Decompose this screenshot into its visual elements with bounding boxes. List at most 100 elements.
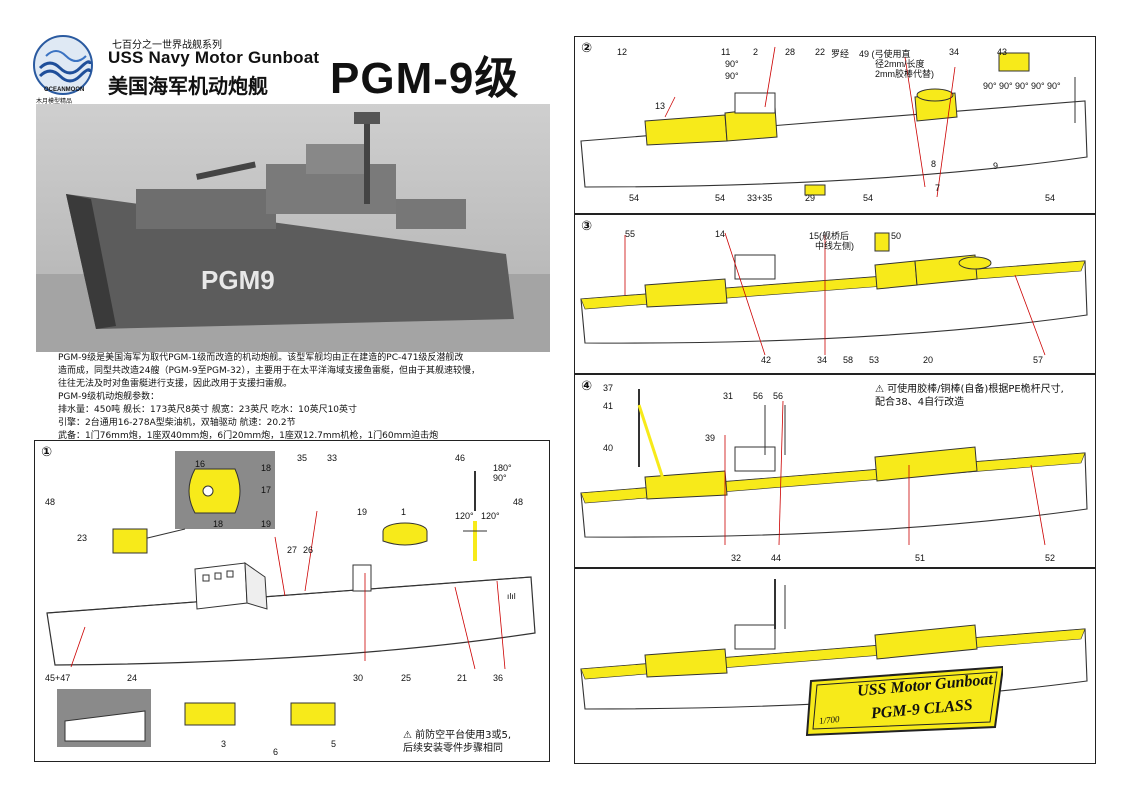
label-39: 39 [705, 433, 716, 443]
step-4-number: ④ [581, 379, 593, 394]
label-8: 8 [931, 159, 937, 169]
label-28: 28 [785, 47, 796, 57]
oceanmoon-logo-icon [33, 35, 93, 95]
step-2-number: ② [581, 41, 593, 56]
label-37: 37 [603, 383, 614, 393]
label-58: 58 [843, 355, 854, 365]
label-49-line3: 2mm胶棒代替) [875, 69, 934, 79]
label-90deg-f: 90° [1031, 81, 1045, 91]
label-3: 3 [221, 739, 227, 749]
label-29: 29 [805, 193, 816, 203]
label-33: 33 [327, 453, 338, 463]
series-title: 七百分之一世界战舰系列 [112, 40, 222, 51]
label-53: 53 [869, 355, 880, 365]
label-34: 34 [817, 355, 828, 365]
label-43: 43 [997, 47, 1008, 57]
title-english: USS Navy Motor Gunboat [108, 48, 320, 67]
label-19b: 19 [357, 507, 368, 517]
label-42: 42 [761, 355, 772, 365]
desc-line: 武备：1门76mm炮，1座双40mm炮，6门20mm炮，1座双12.7mm机枪，… [58, 431, 439, 441]
label-54-d: 54 [1045, 193, 1056, 203]
label-31: 31 [723, 391, 734, 401]
desc-line: PGM-9级是美国海军为取代PGM-1级而改造的机动炮舰。该型军舰均由正在建造的… [58, 353, 464, 363]
logo-subtitle: 木月模型精品 [36, 98, 73, 105]
label-12: 12 [617, 47, 628, 57]
label-49: 49 (弓使用直 [859, 49, 911, 59]
title-chinese: 美国海军机动炮舰 [108, 74, 268, 98]
label-5: 5 [331, 739, 337, 749]
label-90deg-b: 90° [725, 71, 739, 81]
label-9: 9 [993, 161, 999, 171]
step-4-drawing [580, 389, 1088, 546]
label-1: 1 [401, 507, 407, 517]
label-36: 36 [493, 673, 504, 683]
step-1-number: ① [41, 445, 53, 460]
label-18b: 18 [213, 519, 224, 529]
desc-line: 往往无法及时对鱼雷艇进行支援，因此改用于支援扫雷舰。 [58, 379, 293, 389]
plate-scale: 1/700 [818, 713, 840, 727]
label-90deg-e: 90° [1015, 81, 1029, 91]
label-41: 41 [603, 401, 614, 411]
label-57: 57 [1033, 355, 1044, 365]
svg-text:ılıl: ılıl [507, 592, 516, 601]
ship-photo-illustration: PGM9 [36, 104, 550, 352]
desc-line: 造而成，同型共改造24艘（PGM-9至PGM-32），主要用于在太平洋海域支援鱼… [58, 366, 480, 376]
label-90deg-a: 90° [725, 59, 739, 69]
step-4-note: ⚠ 可使用胶棒/铜棒(自备)根据PE桅杆尺寸, 配合38、4自行改造 [875, 383, 1064, 409]
label-120deg-a: 120° [455, 511, 474, 521]
label-6: 6 [273, 747, 279, 757]
label-34: 34 [949, 47, 960, 57]
label-20: 20 [923, 355, 934, 365]
label-19: 19 [261, 519, 272, 529]
label-45-47: 45+47 [45, 673, 71, 683]
step-2-drawing [580, 46, 1088, 198]
label-48b: 48 [513, 497, 524, 507]
label-24: 24 [127, 673, 138, 683]
label-90deg-c: 90° [983, 81, 997, 91]
name-plate [805, 665, 1003, 737]
logo-text: OCEANMOON [44, 87, 85, 93]
label-14: 14 [715, 229, 726, 239]
label-27: 27 [287, 545, 298, 555]
step-1-note-line-2: 后续安装零件步骤相同 [403, 743, 503, 754]
label-21: 21 [457, 673, 468, 683]
step-2-panel: ② 12 11 90° 90° 13 2 28 22 罗经 49 (弓使用直 径… [574, 36, 1096, 214]
desc-line: PGM-9级机动炮舰参数： [58, 392, 160, 402]
step-1-note-line-1: ⚠ 前防空平台使用3或5, [403, 730, 512, 741]
step-4-note-line-2: 配合38、4自行改造 [875, 397, 965, 408]
label-35: 35 [297, 453, 308, 463]
step-4-note-line-1: ⚠ 可使用胶棒/铜棒(自备)根据PE桅杆尺寸, [875, 384, 1064, 395]
desc-line: 引擎：2台通用16-278A型柴油机，双轴驱动 航速：20.2节 [58, 418, 296, 428]
label-49-line2: 径2mm/长度 [875, 59, 925, 69]
desc-line: 排水量：450吨 舰长：173英尺8英寸 舰宽：23英尺 吃水：10英尺10英寸 [58, 405, 358, 415]
label-51: 51 [915, 553, 926, 563]
label-7: 7 [935, 183, 941, 193]
step-1-note: ⚠ 前防空平台使用3或5, 后续安装零件步骤相同 [403, 729, 511, 755]
label-52: 52 [1045, 553, 1056, 563]
label-16: 16 [195, 459, 206, 469]
label-22: 22 [815, 47, 826, 57]
label-40: 40 [603, 443, 614, 453]
label-56b: 56 [773, 391, 784, 401]
label-30: 30 [353, 673, 364, 683]
label-26: 26 [303, 545, 314, 555]
label-32: 32 [731, 553, 742, 563]
model-title: PGM-9级 [330, 54, 520, 103]
label-33-35: 33+35 [747, 193, 773, 203]
label-44: 44 [771, 553, 782, 563]
label-90deg: 90° [493, 473, 507, 483]
label-2: 2 [753, 47, 759, 57]
hull-marking: PGM9 [201, 265, 275, 295]
label-compass: 罗经 [831, 49, 850, 59]
label-15-line2: 中线左侧) [815, 241, 854, 251]
step-1-drawing: ılıl [46, 451, 536, 747]
label-180deg: 180° [493, 463, 512, 473]
step-3-number: ③ [581, 219, 593, 234]
step-3-panel: ③ 55 14 15(舰桥后 中线左侧) 50 42 34 58 53 20 5… [574, 214, 1096, 374]
label-54-a: 54 [629, 193, 640, 203]
label-54-b: 54 [715, 193, 726, 203]
label-15: 15(舰桥后 [809, 231, 850, 241]
label-25: 25 [401, 673, 412, 683]
step-4-panel: ④ 37 41 40 31 56 56 39 32 44 51 52 ⚠ 可使用… [574, 374, 1096, 568]
step-3-drawing [580, 232, 1088, 356]
